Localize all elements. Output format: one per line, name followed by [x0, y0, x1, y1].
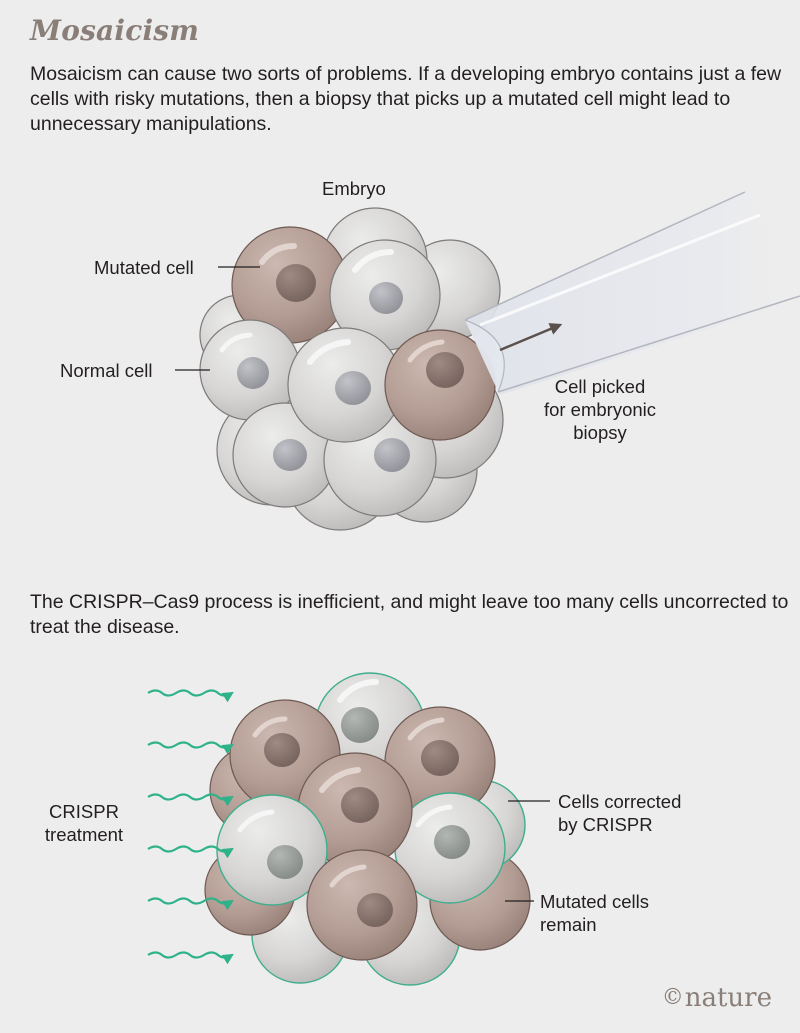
embryo-2: [204, 672, 531, 986]
biopsy-label-line-2: for embryonic: [543, 399, 657, 420]
credit-text: nature: [684, 983, 772, 1013]
biopsy-label-line-1: Cell picked: [554, 376, 646, 397]
cells-corrected-label: Cells corrected by CRISPR: [558, 790, 681, 836]
crispr-arrow-2: [147, 741, 234, 755]
crispr-arrow-5: [147, 897, 234, 911]
crispr-arrows: [147, 689, 234, 965]
copyright-symbol: ©: [661, 985, 684, 1010]
crispr-treatment-label: CRISPR treatment: [30, 800, 138, 846]
biopsy-label: Cell picked for embryonic biopsy: [530, 375, 670, 444]
mutated-remain-label: Mutated cells remain: [540, 890, 649, 936]
biopsy-pipette: [464, 190, 800, 395]
treatment-label-line-2: treatment: [44, 824, 124, 845]
remaining-label-line-2: remain: [540, 914, 597, 935]
extraction-arrow: [499, 323, 563, 352]
crispr-arrow-4: [147, 845, 234, 859]
biopsy-label-line-3: biopsy: [573, 422, 627, 443]
nature-credit: ©nature: [662, 983, 772, 1013]
remaining-label-line-1: Mutated cells: [540, 891, 649, 912]
corrected-label-line-1: Cells corrected: [558, 791, 682, 812]
crispr-arrow-6: [147, 951, 234, 965]
crispr-arrow-1: [147, 689, 234, 703]
crispr-arrow-3: [147, 793, 234, 807]
embryo-1: [199, 207, 504, 531]
intro-paragraph: Mosaicism can cause two sorts of problem…: [30, 63, 782, 135]
embryo-label: Embryo: [322, 178, 386, 199]
normal-cell-label: Normal cell: [60, 360, 153, 381]
figure-title: Mosaicism: [30, 14, 200, 47]
corrected-label-line-2: by CRISPR: [558, 814, 653, 835]
treatment-label-line-1: CRISPR: [49, 801, 119, 822]
mutated-cell-label: Mutated cell: [94, 257, 194, 278]
crispr-paragraph: The CRISPR–Cas9 process is inefficient, …: [30, 591, 789, 638]
